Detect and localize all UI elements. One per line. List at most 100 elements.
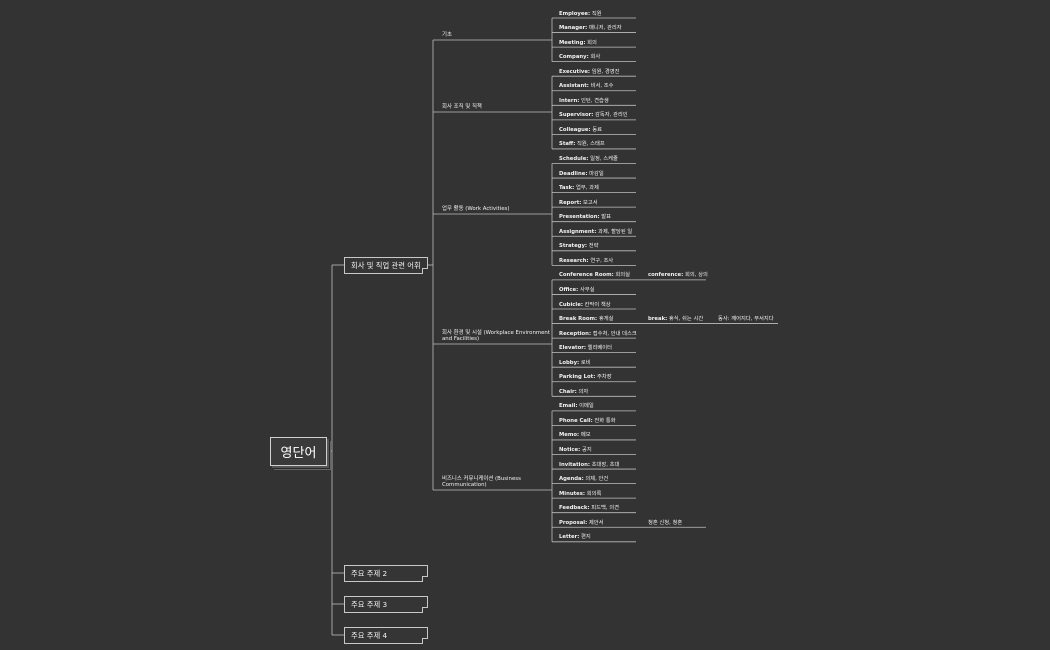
vocab-korean: 이메일 <box>577 403 594 410</box>
vocab-item[interactable]: Task: 업무, 과제 <box>559 185 599 191</box>
vocab-korean: 휴게실 <box>597 316 614 323</box>
vocab-korean: 피드백, 의견 <box>589 505 619 512</box>
vocab-english: Phone Call: <box>559 417 593 424</box>
vocab-english: Assignment: <box>559 228 597 235</box>
vocab-item[interactable]: Research: 연구, 조사 <box>559 258 613 264</box>
vocab-english: Intern: <box>559 97 580 104</box>
vocab-item[interactable]: Meeting: 회의 <box>559 40 597 46</box>
vocab-korean: 보고서 <box>581 199 598 206</box>
vocab-item[interactable]: Conference Room: 회의실 <box>559 272 630 278</box>
vocab-english: Elevator: <box>559 345 586 352</box>
vocab-item[interactable]: Elevator: 엘리베이터 <box>559 345 612 351</box>
vocab-item[interactable]: Assistant: 비서, 조수 <box>559 83 613 89</box>
vocab-korean: 일정, 스케줄 <box>588 156 618 162</box>
vocab-item[interactable]: Office: 사무실 <box>559 287 595 293</box>
vocab-korean: 편지 <box>579 534 591 541</box>
vocab-item[interactable]: Email: 이메일 <box>559 403 594 409</box>
main-topic-node[interactable]: 회사 및 직업 관련 어휘 <box>344 257 428 274</box>
vocab-item[interactable]: 청혼 신청, 청혼 <box>648 520 682 526</box>
vocab-korean: 회의 <box>585 39 597 46</box>
vocab-korean: 초대장, 초대 <box>590 461 620 468</box>
vocab-korean: 매니저, 관리자 <box>587 25 622 32</box>
category-label[interactable]: 회사 환경 및 시설 (Workplace Environment and Fa… <box>442 330 550 342</box>
category-label[interactable]: 기초 <box>442 32 452 38</box>
vocab-item[interactable]: Intern: 인턴, 견습생 <box>559 98 609 104</box>
vocab-korean: 전략 <box>587 243 599 250</box>
vocab-korean: 비서, 조수 <box>588 83 614 90</box>
vocab-korean: 로비 <box>579 359 591 366</box>
vocab-english: Deadline: <box>559 170 588 177</box>
category-label[interactable]: 업무 활동 (Work Activities) <box>442 206 510 212</box>
vocab-korean: 엘리베이터 <box>585 345 613 352</box>
vocab-english: Company: <box>559 54 589 61</box>
topic-node-3[interactable]: 주요 주제 3 <box>344 596 428 613</box>
vocab-english: Notice: <box>559 447 581 453</box>
vocab-item[interactable]: conference: 회의, 상의 <box>648 272 708 278</box>
vocab-item[interactable]: Feedback: 피드백, 의견 <box>559 505 619 511</box>
vocab-english: Strategy: <box>559 243 588 250</box>
vocab-korean: 직원 <box>590 10 602 17</box>
vocab-item[interactable]: Invitation: 초대장, 초대 <box>559 462 619 468</box>
vocab-english: Break Room: <box>559 316 598 323</box>
vocab-english: Conference Room: <box>559 272 614 279</box>
vocab-item[interactable]: Letter: 편지 <box>559 534 591 540</box>
vocab-korean: 의자 <box>576 388 589 395</box>
topic-node-2[interactable]: 주요 주제 2 <box>344 565 428 582</box>
vocab-english: Assistant: <box>559 83 589 90</box>
vocab-item[interactable]: Manager: 매니저, 관리자 <box>559 25 622 31</box>
vocab-item[interactable]: 동사: 깨어지다, 부서지다 <box>718 316 774 322</box>
vocab-english: Manager: <box>559 25 588 32</box>
topic-label: 주요 주제 4 <box>351 630 388 640</box>
vocab-item[interactable]: Employee: 직원 <box>559 11 602 17</box>
category-label[interactable]: 회사 조직 및 직책 <box>442 104 482 110</box>
vocab-item[interactable]: Chair: 의자 <box>559 389 588 395</box>
vocab-item[interactable]: Break Room: 휴게실 <box>559 316 614 322</box>
vocab-item[interactable]: Colleague: 동료 <box>559 127 602 133</box>
category-label[interactable]: 비즈니스 커뮤니케이션 (Business Communication) <box>442 476 521 488</box>
topic-node-4[interactable]: 주요 주제 4 <box>344 627 428 644</box>
vocab-english: Meeting: <box>559 39 586 46</box>
vocab-korean: 회의실 <box>613 272 631 279</box>
vocab-english: Chair: <box>559 388 577 395</box>
vocab-item[interactable]: Executive: 임원, 경영진 <box>559 69 619 75</box>
vocab-item[interactable]: Reception: 접수처, 안내 데스크 <box>559 331 637 337</box>
vocab-item[interactable]: Supervisor: 감독자, 관리인 <box>559 112 628 118</box>
vocab-korean: 칸막이 책상 <box>582 301 611 308</box>
vocab-item[interactable]: Staff: 직원, 스태프 <box>559 141 605 147</box>
vocab-english: Executive: <box>559 68 591 75</box>
vocab-item[interactable]: Lobby: 로비 <box>559 360 591 366</box>
vocab-english: Cubicle: <box>559 301 583 308</box>
vocab-item[interactable]: Parking Lot: 주차장 <box>559 374 612 380</box>
vocab-english: Memo: <box>559 432 580 439</box>
vocab-item[interactable]: Report: 보고서 <box>559 200 598 206</box>
vocab-english: Reception: <box>559 330 592 337</box>
vocab-korean: 직원, 스태프 <box>575 141 605 148</box>
vocab-english: Parking Lot: <box>559 374 596 381</box>
vocab-english: Minutes: <box>559 490 586 497</box>
vocab-korean: 메모 <box>579 432 591 439</box>
vocab-english: Research: <box>559 257 589 264</box>
vocab-english: Lobby: <box>559 359 580 366</box>
vocab-item[interactable]: Deadline: 마감일 <box>559 171 604 177</box>
vocab-item[interactable]: break: 휴식, 쉬는 시간 <box>648 316 703 322</box>
vocab-item[interactable]: Proposal: 제안서 <box>559 520 604 526</box>
vocab-korean: 회사 <box>588 54 601 61</box>
vocab-item[interactable]: Notice: 공지 <box>559 447 592 453</box>
vocab-korean: 감독자, 관리인 <box>593 112 628 119</box>
vocab-item[interactable]: Phone Call: 전화 통화 <box>559 418 616 424</box>
vocab-korean: 접수처, 안내 데스크 <box>591 330 637 337</box>
vocab-item[interactable]: Presentation: 발표 <box>559 214 611 220</box>
vocab-korean: 과제, 할당된 일 <box>596 228 633 235</box>
vocab-item[interactable]: Assignment: 과제, 할당된 일 <box>559 229 632 235</box>
vocab-item[interactable]: Memo: 메모 <box>559 432 591 438</box>
root-node[interactable]: 영단어 <box>270 437 327 466</box>
vocab-english: Staff: <box>559 141 576 148</box>
vocab-item[interactable]: Cubicle: 칸막이 책상 <box>559 302 611 308</box>
vocab-item[interactable]: Agenda: 의제, 안건 <box>559 476 608 482</box>
vocab-item[interactable]: Minutes: 회의록 <box>559 491 601 497</box>
vocab-item[interactable]: Company: 회사 <box>559 54 600 60</box>
vocab-item[interactable]: Strategy: 전략 <box>559 243 598 249</box>
vocab-item[interactable]: Schedule: 일정, 스케줄 <box>559 156 618 162</box>
